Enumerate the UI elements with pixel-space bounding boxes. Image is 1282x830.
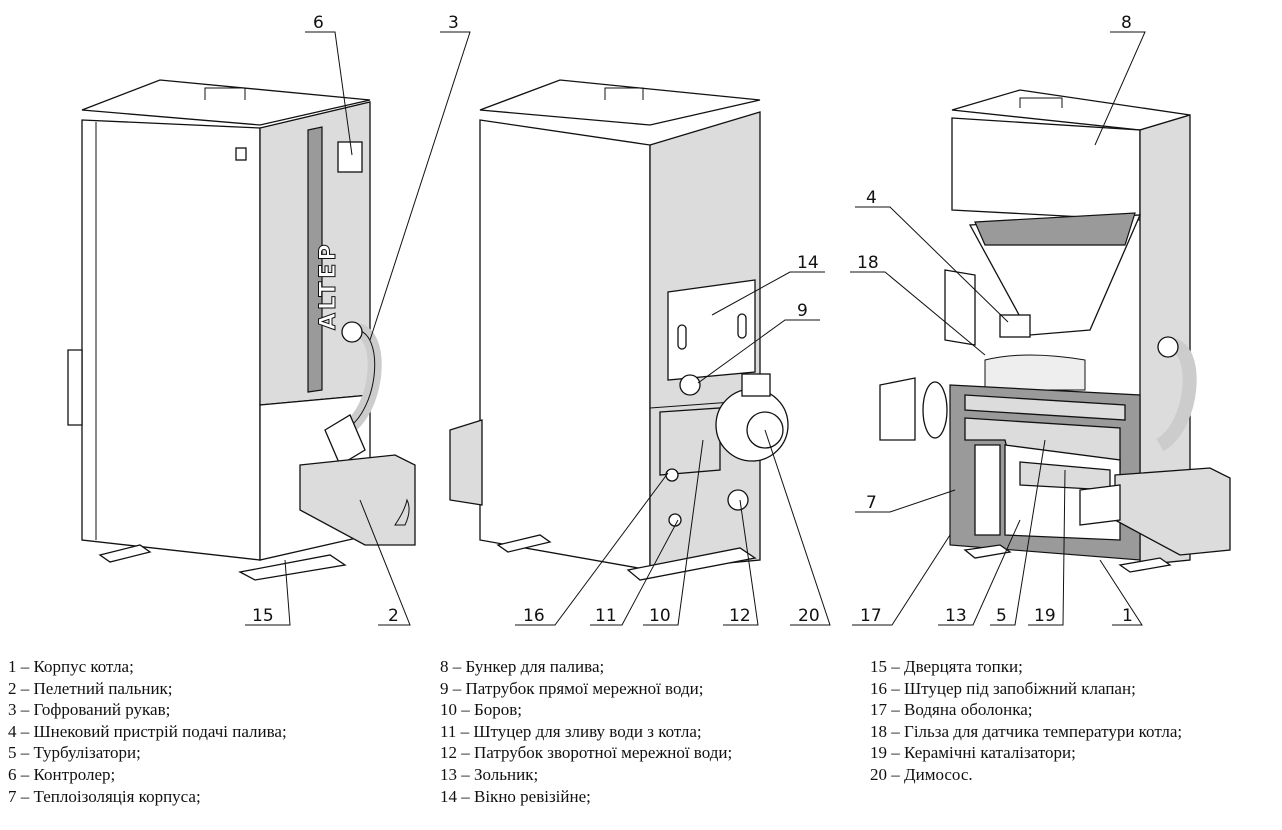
controller-box xyxy=(337,141,363,173)
callout-numbers: 6 3 15 2 14 9 16 11 10 12 20 8 4 18 7 17… xyxy=(252,13,1133,626)
callout-1: 1 xyxy=(1122,606,1133,626)
callout-2: 2 xyxy=(388,606,399,626)
legend-item: 9 – Патрубок прямої мережної води; xyxy=(440,678,704,698)
callout-leaders xyxy=(245,31,1146,626)
legend-item: 11 – Штуцер для зливу води з котла; xyxy=(440,721,702,741)
legend-item: 12 – Патрубок зворотної мережної води; xyxy=(440,743,733,763)
legend-item: 6 – Контролер; xyxy=(8,764,116,784)
legend-item: 19 – Керамічні каталізатори; xyxy=(870,743,1076,763)
legend-item: 15 – Дверцята топки; xyxy=(870,657,1023,676)
legend-column-1: 1 – Корпус котла; 2 – Пелетний пальник; … xyxy=(8,656,287,807)
callout-3: 3 xyxy=(448,13,459,33)
legend-item: 4 – Шнековий пристрій подачі палива; xyxy=(8,721,287,741)
callout-4: 4 xyxy=(866,188,877,208)
callout-9: 9 xyxy=(797,301,808,321)
boiler-lid xyxy=(81,79,371,126)
legend-item: 5 – Турбулізатори; xyxy=(8,743,141,763)
legend-item: 8 – Бункер для палива; xyxy=(440,657,605,676)
legend-column-3: 15 – Дверцята топки; 16 – Штуцер під зап… xyxy=(870,656,1182,786)
callout-13: 13 xyxy=(945,606,967,626)
boiler-front-view: ALTEP xyxy=(67,79,416,581)
inspection-window xyxy=(667,279,756,381)
callout-10: 10 xyxy=(649,606,671,626)
legend-item: 3 – Гофрований рукав; xyxy=(8,700,171,720)
return-pipe xyxy=(727,489,749,511)
callout-18: 18 xyxy=(857,253,879,273)
boiler-cutaway-view xyxy=(879,89,1231,573)
legend-item: 7 – Теплоізоляція корпуса; xyxy=(8,786,201,806)
callout-6: 6 xyxy=(313,13,324,33)
boiler-side-panel xyxy=(81,119,261,561)
callout-19: 19 xyxy=(1034,606,1056,626)
legend-item: 14 – Вікно ревізійне; xyxy=(440,786,591,806)
legend-item: 20 – Димосос. xyxy=(870,764,973,784)
callout-7: 7 xyxy=(866,493,877,513)
auger-feeder xyxy=(999,314,1031,338)
boiler-rear-view xyxy=(449,79,789,581)
legend-item: 17 – Водяна оболонка; xyxy=(870,700,1033,720)
pellet-burner xyxy=(299,454,416,546)
callout-16: 16 xyxy=(523,606,545,626)
boiler-drawings: ALTEP xyxy=(67,13,1231,626)
legend-item: 16 – Штуцер під запобіжний клапан; xyxy=(870,678,1136,698)
legend-item: 18 – Гільза для датчика температури котл… xyxy=(870,721,1183,741)
callout-20: 20 xyxy=(798,606,820,626)
lid-handle xyxy=(204,87,246,100)
callout-12: 12 xyxy=(729,606,751,626)
logo-badge xyxy=(235,147,247,161)
callout-11: 11 xyxy=(595,606,617,626)
supply-pipe xyxy=(679,374,701,396)
legend-item: 1 – Корпус котла; xyxy=(8,657,134,676)
callout-15: 15 xyxy=(252,606,274,626)
legend-item: 10 – Боров; xyxy=(440,700,523,720)
altep-logo: ALTEP xyxy=(316,241,341,330)
callout-8: 8 xyxy=(1121,13,1132,33)
callout-5: 5 xyxy=(996,606,1007,626)
callout-14: 14 xyxy=(797,253,819,273)
callout-17: 17 xyxy=(860,606,882,626)
legend-item: 13 – Зольник; xyxy=(440,764,539,784)
auger-hose-end xyxy=(324,414,366,466)
legend-item: 2 – Пелетний пальник; xyxy=(8,678,173,698)
legend-column-2: 8 – Бункер для палива; 9 – Патрубок прям… xyxy=(440,656,732,807)
